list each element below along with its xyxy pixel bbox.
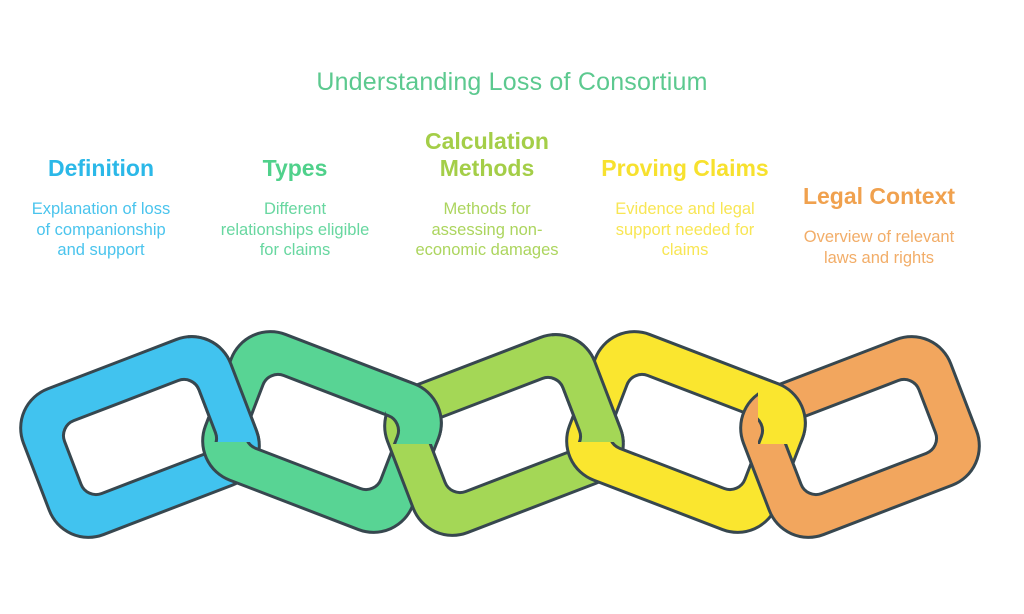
- page-title: Understanding Loss of Consortium: [316, 68, 708, 96]
- section-legal-context-heading: Legal Context: [802, 183, 956, 209]
- section-calculation-methods-description: Methods for assessing non- economic dama…: [415, 200, 559, 259]
- section-calculation-methods-heading: Calculation Methods: [425, 128, 549, 181]
- section-calculation-methods: Calculation Methods Methods for assessin…: [392, 128, 582, 261]
- chain-links: [6, 317, 994, 552]
- section-proving-claims-heading: Proving Claims: [601, 155, 769, 181]
- section-legal-context: Legal Context Overview of relevant laws …: [784, 183, 974, 268]
- section-definition-description: Explanation of loss of companionship and…: [31, 200, 171, 259]
- section-types-description: Different relationships eligible for cla…: [220, 200, 370, 259]
- section-types-heading: Types: [262, 155, 328, 181]
- section-definition-heading: Definition: [47, 155, 155, 181]
- section-proving-claims-description: Evidence and legal support needed for cl…: [615, 200, 755, 259]
- section-definition: Definition Explanation of loss of compan…: [6, 155, 196, 261]
- section-types: Types Different relationships eligible f…: [200, 155, 390, 261]
- section-proving-claims: Proving Claims Evidence and legal suppor…: [590, 155, 780, 261]
- section-legal-context-description: Overview of relevant laws and rights: [803, 228, 955, 267]
